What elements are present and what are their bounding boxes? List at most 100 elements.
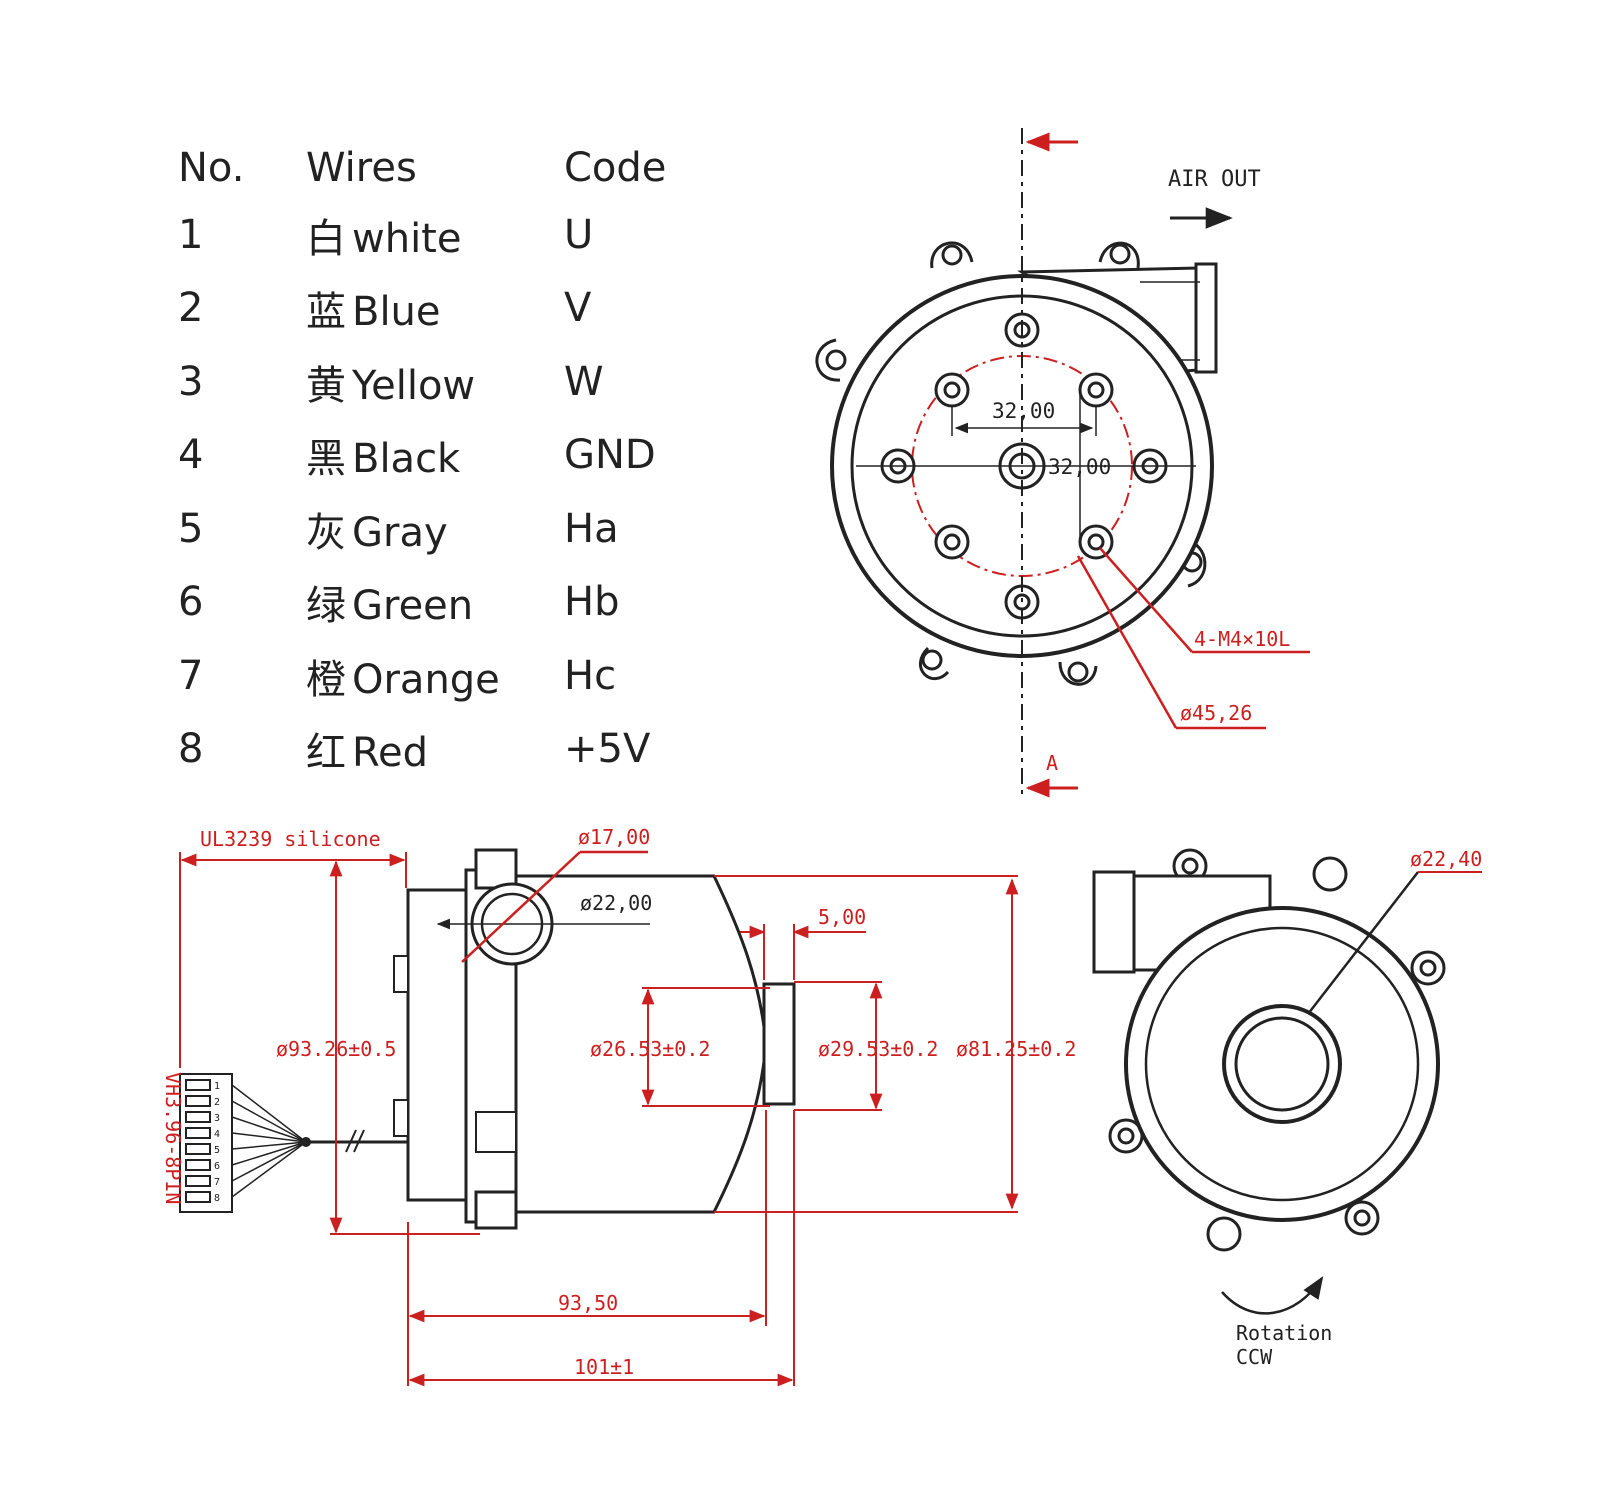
dim-length-a: 93,50 bbox=[558, 1291, 618, 1315]
pin-number: 6 bbox=[214, 1161, 220, 1172]
wire-color: Yellow bbox=[352, 362, 476, 409]
dim-body-dia: ø93.26±0.5 bbox=[276, 1037, 396, 1061]
dim-flange-dia: ø81.25±0.2 bbox=[956, 1037, 1076, 1061]
wire-table-header: No. Wires Code bbox=[178, 138, 738, 198]
wire-code: U bbox=[564, 211, 594, 258]
wire-code: GND bbox=[564, 432, 656, 479]
side-view: 1 2 3 4 5 6 7 8 VH3.96-8PIN UL3239 silic… bbox=[161, 825, 1076, 1387]
wire-no: 1 bbox=[178, 211, 204, 258]
dim-inner-b: ø29.53±0.2 bbox=[818, 1037, 938, 1061]
wire-color: Blue bbox=[352, 289, 441, 336]
pin-numbers: 1 2 3 4 5 6 7 8 bbox=[214, 1081, 220, 1204]
dim-step-length: 5,00 bbox=[818, 905, 866, 929]
front-outlet-flange bbox=[1194, 262, 1218, 374]
rear-outlet bbox=[1092, 870, 1136, 974]
wire-cn: 橙 bbox=[306, 656, 346, 703]
outlet-outer-dia: ø17,00 bbox=[578, 825, 650, 849]
connector bbox=[179, 1073, 233, 1213]
pin-number: 2 bbox=[214, 1097, 220, 1108]
header-code: Code bbox=[564, 145, 667, 191]
wire-code: Ha bbox=[564, 505, 619, 552]
rear-outer-circle bbox=[1124, 906, 1440, 1222]
wire-code: Hb bbox=[564, 579, 620, 626]
rear-inner-circle bbox=[1144, 926, 1420, 1202]
wire-color: Orange bbox=[352, 656, 500, 703]
wire-code: W bbox=[564, 358, 604, 405]
front-holes bbox=[880, 312, 1168, 620]
side-inlet-step bbox=[762, 982, 796, 1106]
screw-spec-label: 4-M4×10L bbox=[1194, 627, 1290, 651]
rear-view: ø22,40 Rotation CCW bbox=[1092, 847, 1482, 1369]
wire-color: Red bbox=[352, 730, 428, 777]
cable-label: UL3239 silicone bbox=[200, 827, 381, 851]
wire-no: 4 bbox=[178, 432, 204, 479]
inlet-dia-label: ø22,40 bbox=[1410, 847, 1482, 871]
dim-length-total: 101±1 bbox=[574, 1355, 634, 1379]
wire-no: 3 bbox=[178, 358, 204, 405]
pin-number: 7 bbox=[214, 1177, 220, 1188]
outlet-inner-dia: ø22,00 bbox=[580, 891, 652, 915]
rotation-arrow bbox=[1221, 1276, 1324, 1315]
section-mark: A bbox=[1046, 751, 1058, 775]
pin-number: 3 bbox=[214, 1113, 220, 1124]
wire-no: 6 bbox=[178, 579, 204, 626]
inlet-dia-leader bbox=[1307, 871, 1419, 1015]
wire-cn: 白 bbox=[306, 215, 346, 262]
connector-label: VH3.96-8PIN bbox=[161, 1072, 185, 1204]
rear-inlet-outer bbox=[1222, 1004, 1342, 1124]
bolt-circle-leader bbox=[1076, 555, 1178, 729]
air-out-label: AIR OUT bbox=[1168, 167, 1261, 192]
wire-cn: 蓝 bbox=[306, 289, 346, 336]
header-no: No. bbox=[178, 145, 245, 191]
pin-number: 1 bbox=[214, 1081, 220, 1092]
cable-fan bbox=[231, 1084, 307, 1198]
wire-cn: 绿 bbox=[306, 583, 346, 630]
wire-no: 8 bbox=[178, 726, 204, 773]
wire-no: 2 bbox=[178, 285, 204, 332]
wire-color: Green bbox=[352, 583, 474, 630]
bolt-circle-label: ø45,26 bbox=[1180, 701, 1252, 725]
wire-code: Hc bbox=[564, 652, 617, 699]
wire-code: V bbox=[564, 285, 592, 332]
pin-number: 4 bbox=[214, 1129, 220, 1140]
header-wires: Wires bbox=[306, 145, 417, 191]
wire-code: +5V bbox=[564, 726, 651, 773]
dim-inner-a: ø26.53±0.2 bbox=[590, 1037, 710, 1061]
rotation-label: Rotation bbox=[1236, 1321, 1332, 1345]
wire-cn: 黑 bbox=[306, 436, 346, 483]
pin-number: 8 bbox=[214, 1193, 220, 1204]
rotation-direction: CCW bbox=[1236, 1345, 1273, 1369]
rear-mount-tabs bbox=[1108, 848, 1446, 1252]
wire-no: 7 bbox=[178, 652, 204, 699]
pin-number: 5 bbox=[214, 1145, 220, 1156]
wire-cn: 红 bbox=[306, 730, 346, 777]
wire-color: white bbox=[352, 215, 462, 262]
wire-cn: 灰 bbox=[306, 509, 346, 556]
wire-color: Gray bbox=[352, 509, 448, 556]
wire-color: Black bbox=[352, 436, 461, 483]
rear-inlet-inner bbox=[1234, 1016, 1330, 1112]
dim-32-vertical: 32,00 bbox=[1048, 455, 1111, 479]
outlet-dia-leader bbox=[461, 851, 581, 963]
wire-no: 5 bbox=[178, 505, 204, 552]
side-end-cap bbox=[406, 888, 470, 1202]
screw-leader bbox=[1099, 547, 1193, 653]
